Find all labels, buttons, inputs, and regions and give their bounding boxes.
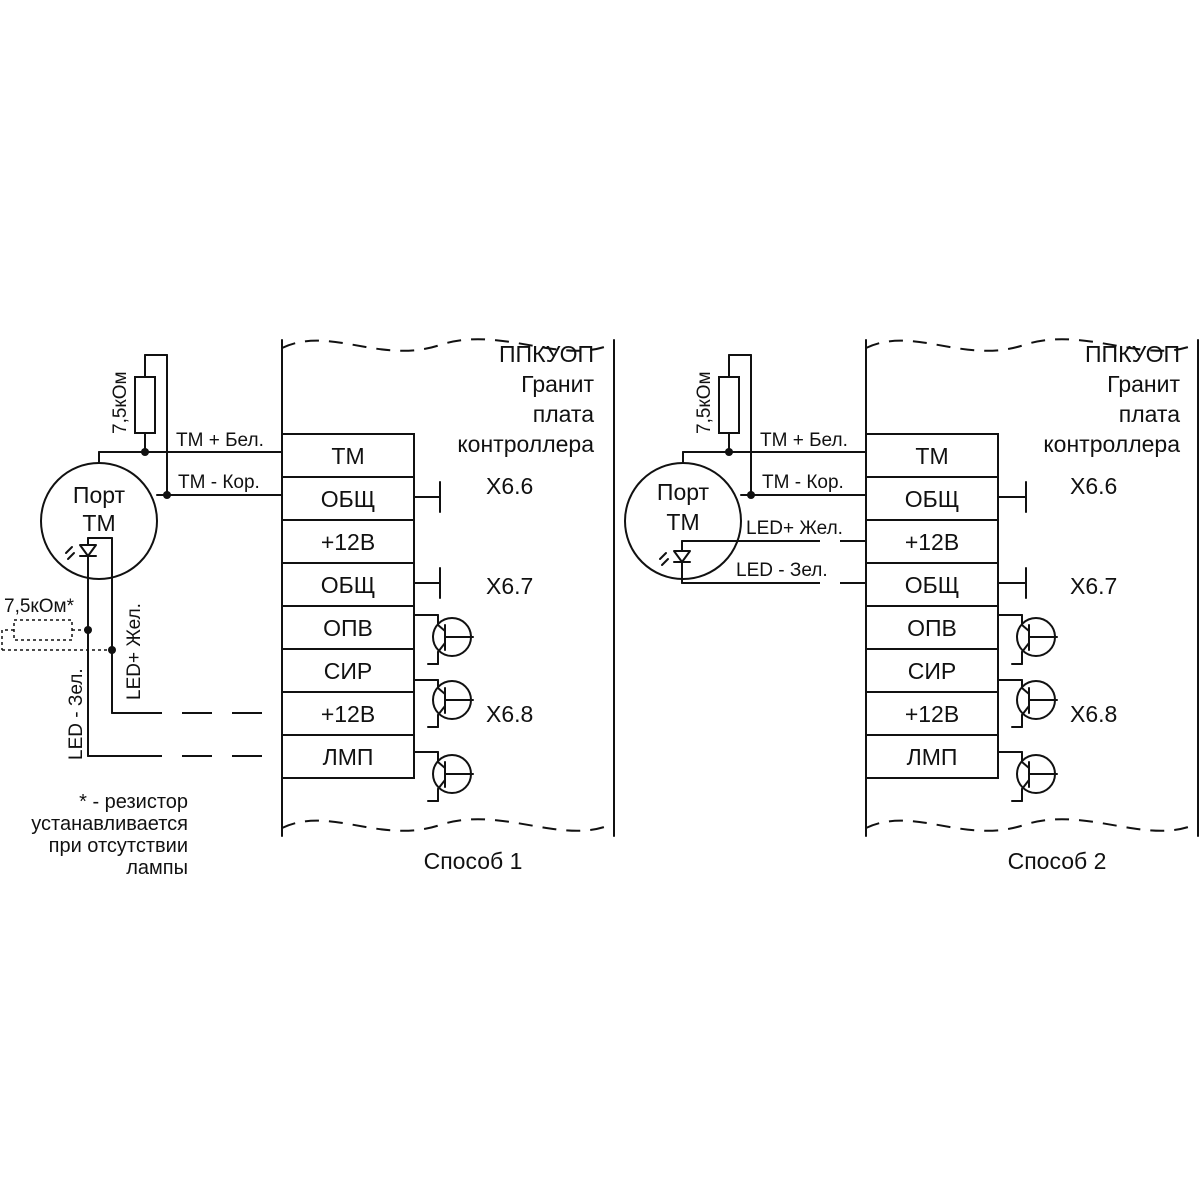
junction-dot — [163, 491, 171, 499]
resistor-body — [718, 376, 740, 434]
terminal-block: ТМ ОБЩ +12В ОБЩ ОПВ СИР +12В ЛМП — [281, 433, 415, 779]
led-icon — [65, 537, 113, 560]
connector-x6-6: X6.6 — [1070, 473, 1117, 499]
device-line-3: плата — [1119, 401, 1180, 427]
device-line-2: Гранит — [521, 371, 594, 397]
wire-label-tm-plus: ТМ + Бел. — [176, 430, 264, 451]
terminal-lmp: ЛМП — [323, 744, 374, 770]
terminal-common-2: ОБЩ — [905, 572, 960, 598]
optional-resistor-value: 7,5кОм* — [4, 596, 75, 617]
terminal-12v-2: +12В — [321, 701, 375, 727]
ground-symbol-2 — [413, 567, 441, 599]
resistor-body — [134, 376, 156, 434]
port-label-2: ТМ — [82, 510, 115, 536]
terminal-opv: ОПВ — [907, 615, 957, 641]
note-line-3: при отсутствии — [49, 835, 188, 857]
note-line-2: устанавливается — [31, 813, 188, 835]
wire-label-led-minus: LED - Зел. — [736, 560, 828, 581]
diagram-method-2: ППКУОП Гранит плата контроллера ТМ ОБЩ +… — [624, 338, 1199, 874]
junction-dot — [725, 448, 733, 456]
ground-symbol-1 — [997, 481, 1027, 513]
terminal-opv: ОПВ — [323, 615, 373, 641]
board-edge-bottom — [281, 818, 611, 832]
transistor-sir — [413, 679, 474, 728]
connector-x6-7: X6.7 — [1070, 573, 1117, 599]
device-line-1: ППКУОП — [1085, 341, 1180, 367]
terminal-lmp: ЛМП — [907, 744, 958, 770]
caption-method-2: Способ 2 — [1008, 848, 1107, 874]
footnote: * - резистор устанавливается при отсутст… — [31, 791, 188, 879]
device-line-3: плата — [533, 401, 594, 427]
ground-symbol-1 — [413, 481, 441, 513]
terminal-common-1: ОБЩ — [321, 486, 376, 512]
transistor-opv — [997, 614, 1058, 665]
note-line-4: лампы — [126, 857, 188, 879]
junction-dot — [108, 646, 116, 654]
device-line-1: ППКУОП — [499, 341, 594, 367]
wire-label-tm-minus: ТМ - Кор. — [762, 472, 844, 493]
resistor-top: 7,5кОм — [110, 354, 168, 496]
wire-label-led-plus: LED+ Жел. — [124, 603, 145, 700]
device-line-2: Гранит — [1107, 371, 1180, 397]
port-tm: Порт ТМ — [624, 462, 742, 584]
terminal-12v-1: +12В — [321, 529, 375, 555]
board-edge-bottom — [865, 818, 1195, 832]
transistor-opv — [413, 614, 474, 665]
wire-label-led-minus: LED - Зел. — [66, 668, 87, 760]
wire-label-led-plus: LED+ Жел. — [746, 518, 843, 539]
note-line-1: * - резистор — [79, 791, 188, 813]
port-label-1: Порт — [657, 479, 710, 505]
resistor-top: 7,5кОм — [694, 354, 752, 496]
wire-label-tm-plus: ТМ + Бел. — [760, 430, 848, 451]
port-tm: Порт ТМ — [40, 462, 158, 580]
diagram-method-1: ППКУОП Гранит плата контроллера ТМ ОБЩ +… — [1, 338, 615, 879]
connector-x6-7: X6.7 — [486, 573, 533, 599]
resistor-value: 7,5кОм — [694, 371, 715, 434]
connector-x6-8: X6.8 — [486, 701, 533, 727]
junction-dot — [84, 626, 92, 634]
optional-resistor: 7,5кОм* — [1, 596, 112, 651]
terminal-sir: СИР — [908, 658, 956, 684]
terminal-tm: ТМ — [331, 443, 364, 469]
terminal-block: ТМ ОБЩ +12В ОБЩ ОПВ СИР +12В ЛМП — [865, 433, 999, 779]
terminal-tm: ТМ — [915, 443, 948, 469]
connector-x6-6: X6.6 — [486, 473, 533, 499]
port-label-1: Порт — [73, 482, 126, 508]
transistor-sir — [997, 679, 1058, 728]
transistor-lmp — [413, 751, 474, 802]
terminal-12v-1: +12В — [905, 529, 959, 555]
port-label-2: ТМ — [666, 509, 699, 535]
terminal-12v-2: +12В — [905, 701, 959, 727]
junction-dot — [141, 448, 149, 456]
device-line-4: контроллера — [1043, 431, 1180, 457]
junction-dot — [747, 491, 755, 499]
wire-label-tm-minus: ТМ - Кор. — [178, 472, 260, 493]
terminal-sir: СИР — [324, 658, 372, 684]
transistor-lmp — [997, 751, 1058, 802]
terminal-common-2: ОБЩ — [321, 572, 376, 598]
resistor-value: 7,5кОм — [110, 371, 131, 434]
led-icon — [659, 540, 691, 584]
caption-method-1: Способ 1 — [424, 848, 523, 874]
device-line-4: контроллера — [457, 431, 594, 457]
ground-symbol-2 — [997, 567, 1027, 599]
terminal-common-1: ОБЩ — [905, 486, 960, 512]
connector-x6-8: X6.8 — [1070, 701, 1117, 727]
